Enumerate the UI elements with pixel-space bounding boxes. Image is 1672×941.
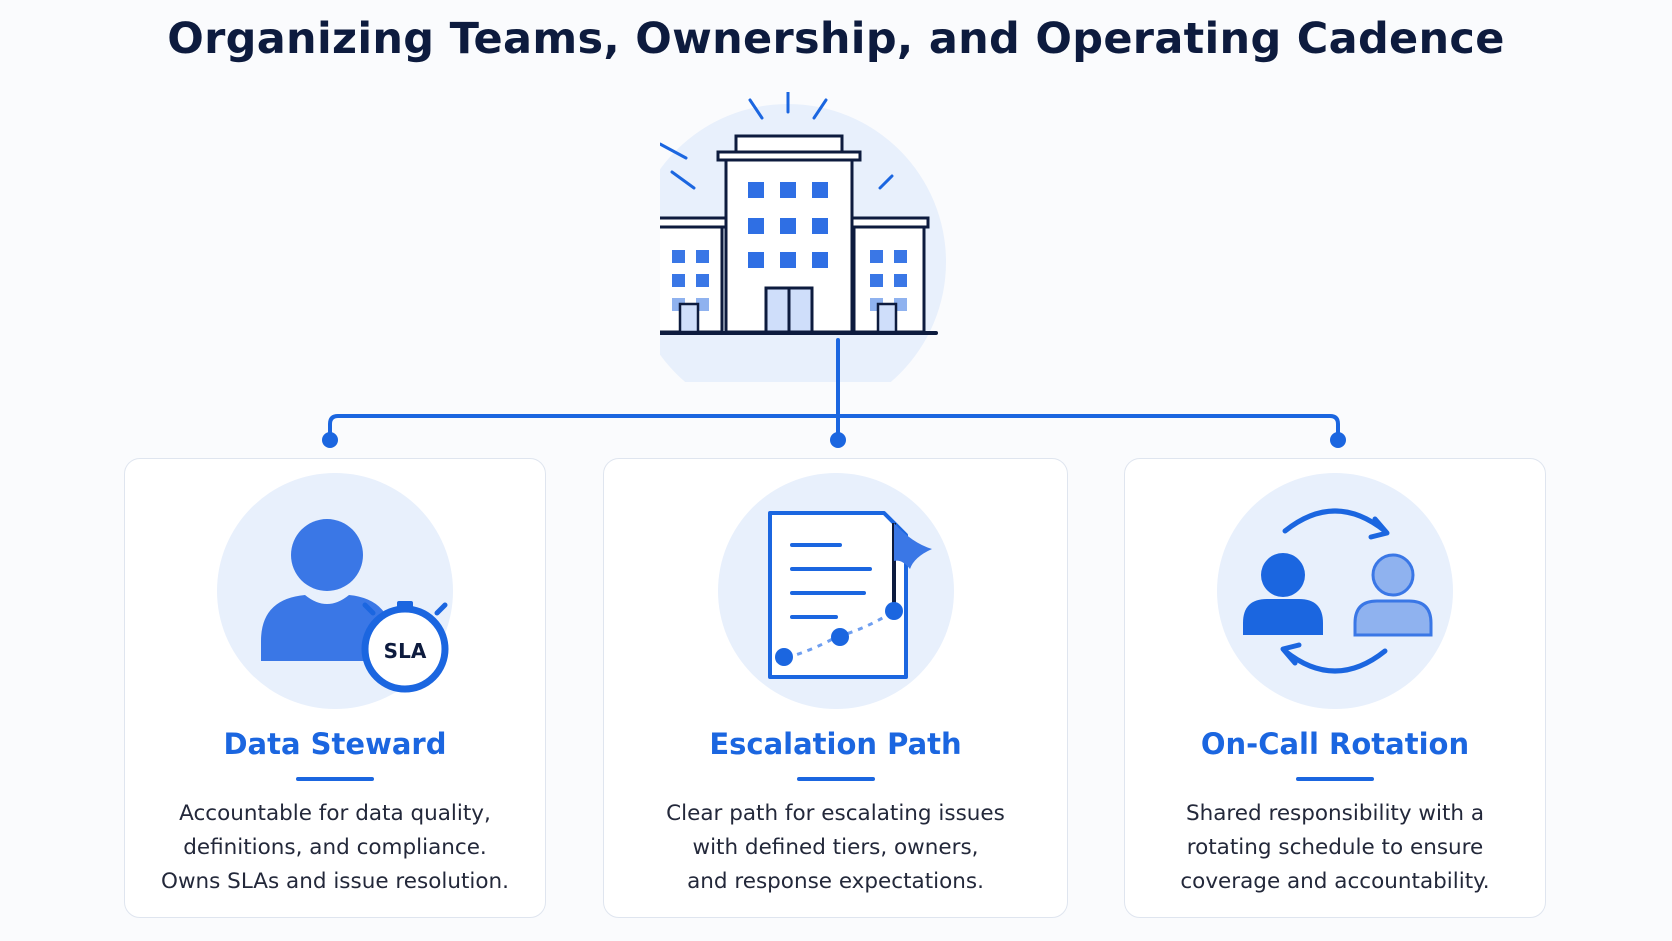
document-with-flag-path-icon <box>716 471 956 711</box>
card-title: On-Call Rotation <box>1200 727 1470 761</box>
card-description: Clear path for escalating issues with de… <box>666 801 1005 894</box>
card-on-call-rotation: On-Call Rotation Shared responsibility w… <box>1124 458 1546 918</box>
page-title: Organizing Teams, Ownership, and Operati… <box>167 14 1505 64</box>
card-description: Accountable for data quality, definition… <box>161 801 509 894</box>
title-underline <box>1296 777 1374 781</box>
card-title: Data Steward <box>223 727 447 761</box>
rotating-people-icon <box>1215 471 1455 711</box>
card-data-steward: SLA Data Steward Accountable for data qu… <box>124 458 546 918</box>
office-building-icon <box>630 90 1020 420</box>
card-title: Escalation Path <box>709 727 962 761</box>
title-underline <box>796 777 875 781</box>
card-description: Shared responsibility with a rotating sc… <box>1180 801 1490 894</box>
card-escalation-path: Escalation Path Clear path for escalatin… <box>603 458 1068 918</box>
title-underline <box>296 777 374 781</box>
sla-label: SLA <box>384 639 427 663</box>
person-with-sla-stopwatch-icon: SLA <box>215 471 455 711</box>
